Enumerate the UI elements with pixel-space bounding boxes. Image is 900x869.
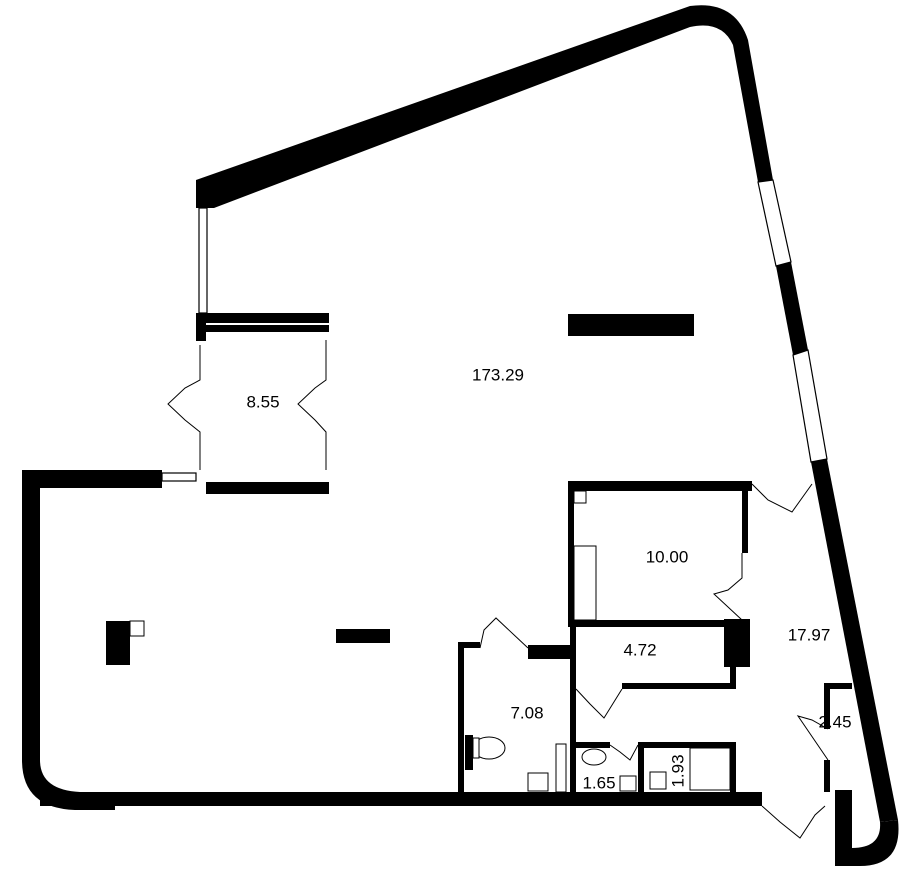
- door-wc: [609, 744, 639, 761]
- room-area-room-c: 4.72: [623, 640, 657, 660]
- wall-bath-right: [570, 684, 576, 792]
- wall-room-b-bottom: [568, 620, 750, 627]
- room-area-room-a: 8.55: [246, 392, 280, 412]
- wall-left: [22, 470, 115, 810]
- fixture-sink-left: [129, 620, 145, 637]
- wall-room-a-bottom: [206, 482, 329, 494]
- room-area-hall: 17.97: [787, 625, 831, 645]
- fixture-sink-3: [649, 771, 667, 790]
- room-area-living: 173.29: [472, 365, 524, 385]
- fixture-room-b-shelf: [573, 545, 597, 621]
- door-room-b: [713, 553, 743, 621]
- wall-wc-top: [576, 742, 610, 748]
- exterior-walls: [22, 5, 899, 866]
- wall-bath-top: [458, 642, 480, 648]
- interior-walls: [106, 314, 852, 793]
- wall-bath-top-right: [528, 645, 570, 659]
- room-area-room-b: 10.00: [645, 547, 689, 567]
- fixture-bath-shelf: [555, 743, 567, 793]
- door-entrance: [761, 805, 826, 839]
- wall-room-a-top: [196, 313, 329, 323]
- window-left-vertical: [198, 207, 208, 314]
- wall-left-top: [22, 470, 162, 488]
- fixture-sink-1: [527, 772, 549, 792]
- wall-shower-right: [730, 742, 736, 792]
- window-right-upper: [757, 179, 792, 267]
- wall-closet-left-low: [824, 760, 830, 792]
- wall-left-stub: [196, 313, 206, 341]
- wall-room-b-top: [568, 481, 752, 491]
- wall-room-c-block: [724, 619, 750, 667]
- fixture-shower-tray: [689, 747, 731, 791]
- window-right-lower: [792, 349, 828, 463]
- window-small-left: [161, 472, 197, 482]
- wall-top-right-corner: [690, 5, 773, 182]
- wall-right-lower: [811, 459, 898, 822]
- door-hall-top: [751, 483, 813, 513]
- partition-column-a: [568, 314, 694, 336]
- door-room-a-left: [167, 345, 201, 470]
- room-area-closet: 2.45: [818, 712, 852, 732]
- wall-room-c-left: [570, 627, 576, 687]
- fixture-room-b-corner: [573, 490, 587, 504]
- wall-closet-left: [824, 683, 830, 729]
- doors: [167, 340, 829, 839]
- wall-room-a-top-2: [206, 325, 329, 332]
- wall-right-pier: [776, 262, 808, 355]
- wall-top-sloped: [196, 6, 690, 208]
- room-area-shower: 1.93: [668, 754, 688, 788]
- wall-bottom-right-corner: [835, 790, 899, 866]
- room-area-bath: 7.08: [510, 703, 544, 723]
- wall-shower-top: [644, 742, 736, 748]
- wall-room-c-bottom: [622, 683, 736, 689]
- wall-bath-top-left: [458, 642, 464, 792]
- wall-bottom: [40, 792, 762, 806]
- door-room-c: [575, 688, 623, 719]
- room-area-wc: 1.65: [582, 773, 616, 793]
- fixture-toilet-2: [581, 748, 607, 766]
- wall-closet-top: [824, 683, 852, 689]
- partition-column-b: [336, 629, 390, 643]
- door-closet: [796, 715, 829, 761]
- door-room-a-right: [297, 340, 327, 470]
- fixture-sink-2: [619, 775, 637, 792]
- windows: [161, 179, 828, 482]
- wall-room-b-left: [568, 481, 574, 624]
- wall-wc-right: [638, 742, 644, 792]
- fixture-toilet-1-tank: [472, 737, 480, 759]
- wall-room-b-right: [742, 491, 748, 553]
- partition-column-c: [106, 621, 130, 665]
- door-bath: [479, 617, 529, 649]
- fixture-bath-heater: [465, 735, 473, 770]
